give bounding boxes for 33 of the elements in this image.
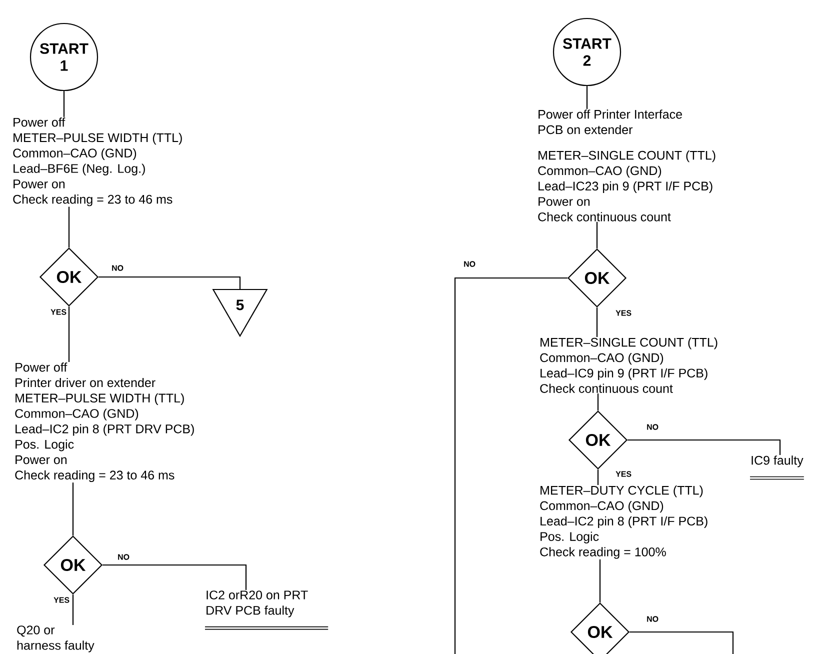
connector-line [596,308,598,337]
connector-line [597,394,599,410]
connector-line [98,276,241,289]
instruction-text: Power off METER–PULSE WIDTH (TTL) Common–CAO (GND) Lead–BF6E (Neg. Log.) Power on Check reading = 23 to 46 ms [13,118,182,206]
edge-label: NO [110,264,125,272]
connector-line [628,439,781,455]
instruction-text: METER–SINGLE COUNT (TTL) Common–CAO (GND) Lead–IC9 pin 9 (PRT I/F PCB) Check continuous count [540,338,718,393]
connector-line [596,222,598,248]
edge-label: NO [646,423,660,431]
instruction-text: Power off Printer Interface PCB on extender METER–SINGLE COUNT (TTL) Common–CAO (GND) Lead–IC23 pin 9 (PRT I/F PCB) Power on Check continuous count [538,110,716,222]
edge-label: NO [116,553,131,561]
fault-note: IC2 orR20 on PRT DRV PCB faulty [204,590,328,630]
connector-line [630,631,734,654]
fault-note: IC9 faulty [750,456,804,480]
connector-line [68,306,70,362]
edge-label: NO [462,260,477,268]
connector-line [63,91,65,117]
edge-label: YES [614,470,633,478]
instruction-text: METER–DUTY CYCLE (TTL) Common–CAO (GND) Lead–IC2 pin 8 (PRT I/F PCB) Pos. Logic Check reading = 100% [540,486,708,559]
edge-label: YES [614,309,633,317]
connector-line [68,206,70,248]
connector-line [72,594,74,625]
edge-label: NO [646,615,660,623]
connector-line [597,470,599,485]
fault-note: Q20 or harness faulty [17,626,94,652]
instruction-text: Power off Printer driver on extender METER–PULSE WIDTH (TTL) Common–CAO (GND) Lead–IC2 pin 8 (PRT DRV PCB) Pos. Logic Power on Check reading = 23 to 46 ms [15,362,194,482]
edge-label: YES [52,596,71,604]
connector-line [586,86,588,109]
edge-label: YES [50,308,68,316]
connector-line [72,482,74,536]
connector-line [599,559,601,602]
connector-line [102,564,247,590]
connector-line [454,277,568,654]
